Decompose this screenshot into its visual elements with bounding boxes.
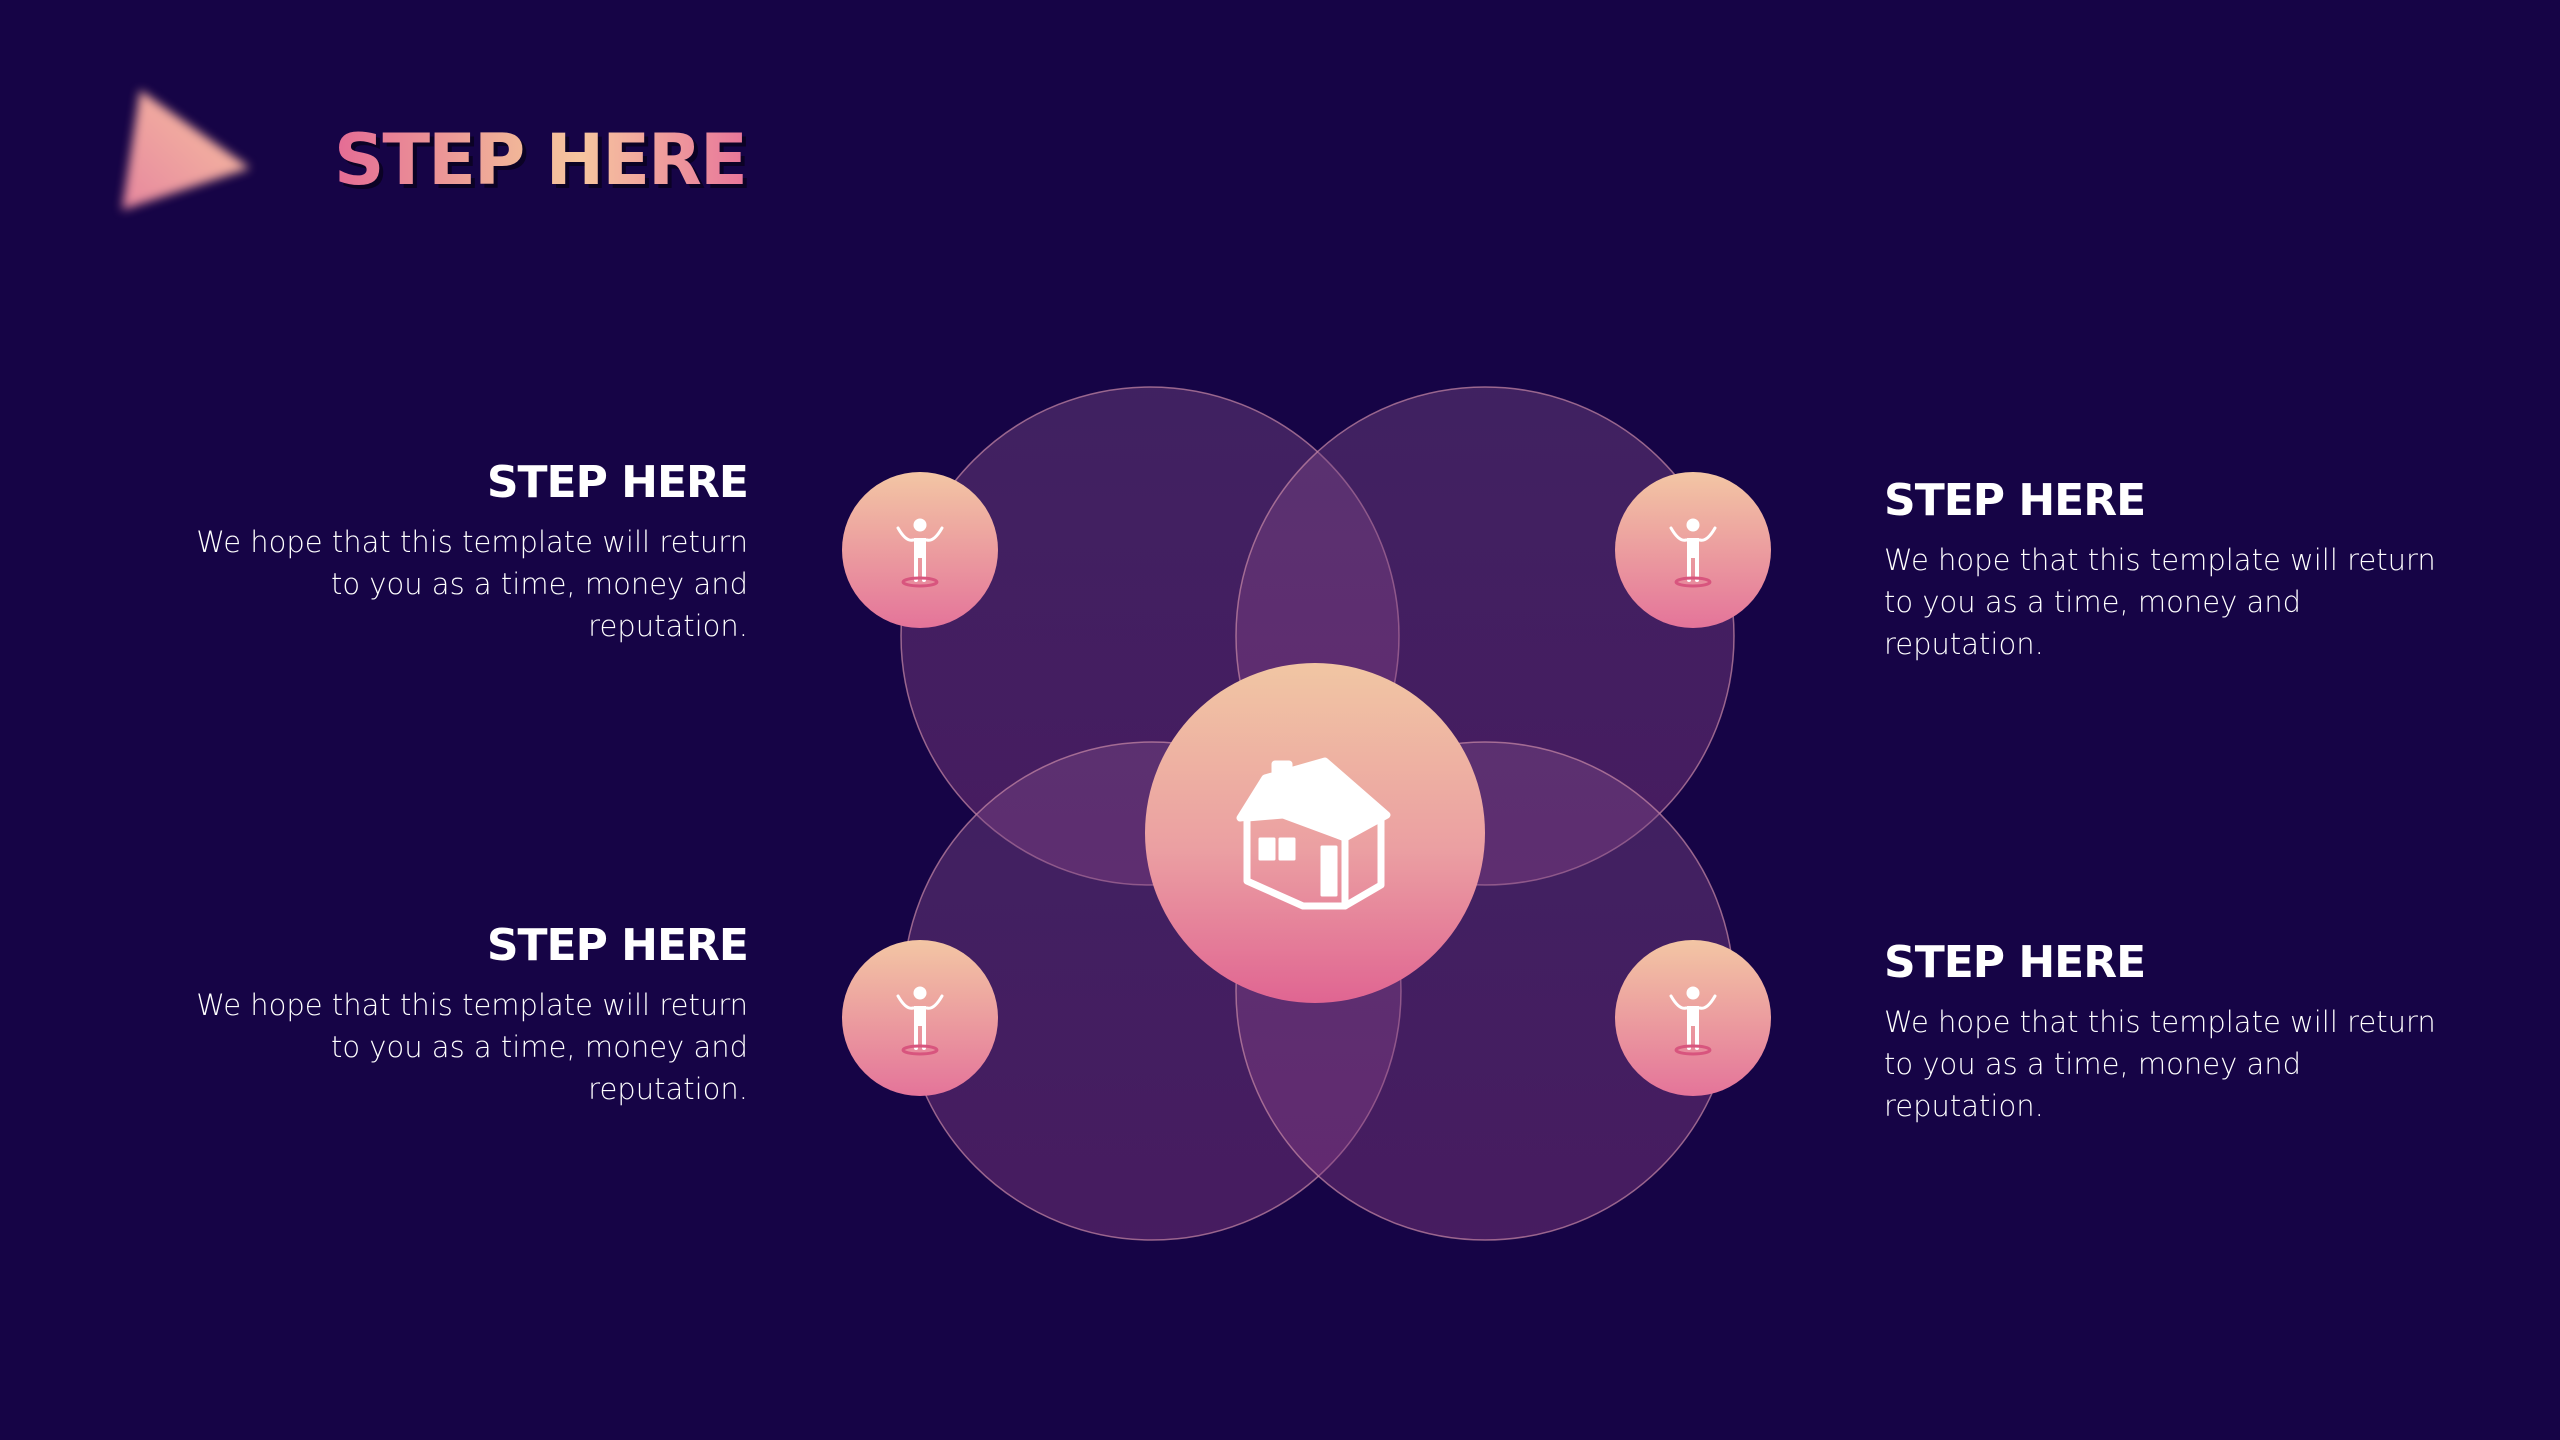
step-title: STEP HERE [1884, 475, 2146, 526]
center-circle [1145, 663, 1485, 1003]
step-title: STEP HERE [486, 457, 749, 508]
step-description: We hope that this template will return t… [196, 988, 748, 1106]
person-icon [896, 986, 944, 1056]
step-marker-top-right [1615, 472, 1771, 628]
person-icon [1669, 986, 1717, 1056]
person-icon [1669, 518, 1717, 588]
step-marker-top-left [842, 472, 998, 628]
person-icon [896, 518, 944, 588]
page-title-shadow: STEP HERE [338, 124, 752, 204]
step-description: We hope that this template will return t… [1884, 1005, 2436, 1123]
step-description: We hope that this template will return t… [196, 525, 748, 643]
step-top-right: STEP HERE We hope that this template wil… [1884, 473, 2444, 665]
page-title: STEP HERE [334, 119, 748, 201]
triangle-icon [122, 90, 250, 210]
step-top-left: STEP HERE We hope that this template wil… [188, 455, 749, 647]
step-title: STEP HERE [1884, 937, 2146, 988]
house-icon [1236, 757, 1391, 910]
step-marker-bottom-left [842, 940, 998, 1096]
step-bottom-left: STEP HERE We hope that this template wil… [188, 918, 749, 1110]
step-bottom-right: STEP HERE We hope that this template wil… [1884, 935, 2444, 1127]
step-title: STEP HERE [486, 920, 749, 971]
step-marker-bottom-right [1615, 940, 1771, 1096]
step-description: We hope that this template will return t… [1884, 543, 2436, 661]
